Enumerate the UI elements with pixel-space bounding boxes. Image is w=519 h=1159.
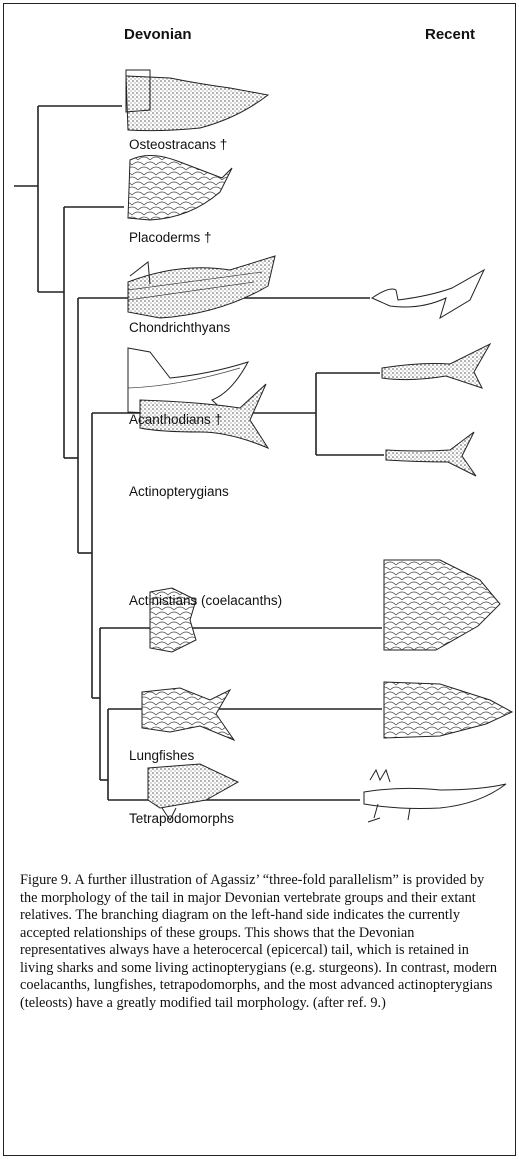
figure-caption: Figure 9. A further illustration of Agas… [20,872,498,1012]
taxon-label-tetrapodomorphs: Tetrapodomorphs [129,811,234,826]
teleost-recent-illustration [386,432,476,476]
lungfish-recent-illustration [384,682,512,738]
taxon-label-actinistians: Actinistians (coelacanths) [129,593,282,608]
taxon-label-lungfishes: Lungfishes [129,748,194,763]
taxon-label-osteostracans: Osteostracans † [129,137,227,152]
osteostracan-illustration [126,70,268,131]
placoderm-illustration [128,155,232,220]
salamander-recent-illustration [364,770,506,822]
sturgeon-recent-illustration [382,344,490,388]
chondrichthyan-devonian-illustration [128,256,275,318]
taxon-label-acanthodians: Acanthodians † [129,412,222,427]
coelacanth-recent-illustration [384,560,500,650]
taxon-label-placoderms: Placoderms † [129,230,212,245]
taxon-label-actinopterygians: Actinopterygians [129,484,229,499]
lungfish-devonian-illustration [142,688,234,740]
taxon-label-chondrichthyans: Chondrichthyans [129,320,230,335]
shark-recent-illustration [372,270,484,318]
